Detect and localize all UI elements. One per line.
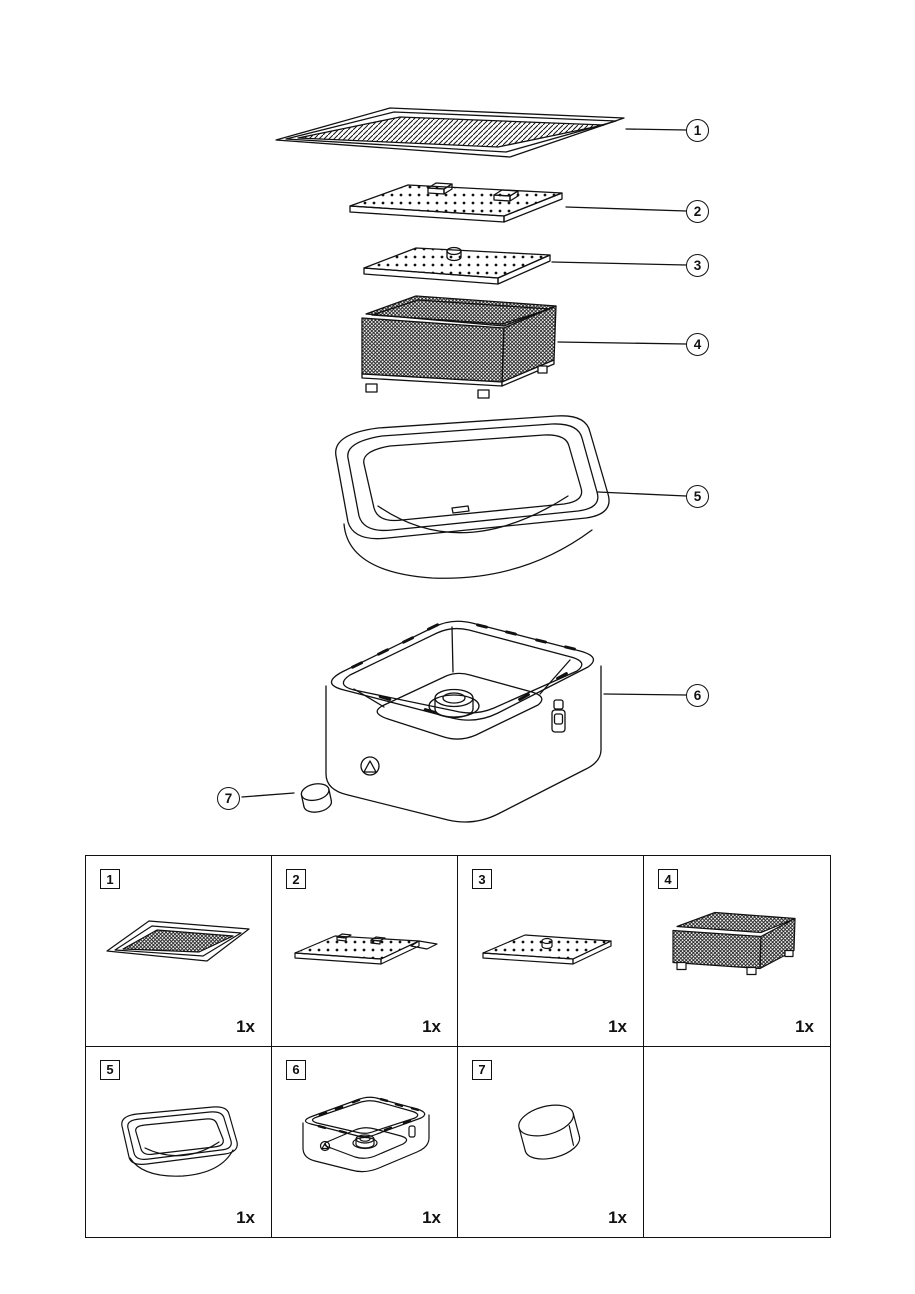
- leader-line-6: [603, 693, 687, 696]
- part-6-drawing: [325, 620, 602, 823]
- leader-line-2: [565, 206, 687, 212]
- callout-2: 2: [686, 200, 709, 223]
- part-4-thumbnail: [672, 911, 796, 976]
- callout-7-label: 7: [224, 790, 233, 806]
- parts-table-cell-2: 2 1x: [272, 856, 458, 1047]
- leader-line-7: [241, 792, 295, 798]
- leader-line-4: [557, 341, 687, 345]
- part-quantity-4: 1x: [795, 1016, 814, 1036]
- leader-line-1: [625, 128, 687, 131]
- part-2-thumbnail: [293, 933, 438, 965]
- exploded-view: [241, 107, 687, 823]
- callout-5: 5: [686, 485, 709, 508]
- parts-table-cell-5: 5 1x: [86, 1046, 272, 1237]
- part-quantity-2: 1x: [422, 1016, 441, 1036]
- parts-table-cell-6: 6: [272, 1046, 458, 1237]
- badge-7-number: 7: [478, 1062, 486, 1077]
- part-number-badge-5: 5: [100, 1059, 120, 1080]
- part-number-badge-7: 7: [472, 1059, 492, 1080]
- latch: [551, 699, 566, 733]
- parts-table-cell-3: 3 1x: [458, 856, 644, 1047]
- callout-5-label: 5: [693, 488, 702, 504]
- part-1-thumbnail: [105, 920, 250, 962]
- part-number-badge-1: 1: [100, 869, 120, 889]
- callout-1: 1: [686, 119, 709, 142]
- part-2-drawing: [349, 182, 563, 223]
- part-quantity-5: 1x: [236, 1208, 255, 1227]
- callout-6: 6: [686, 684, 709, 707]
- part-6-thumbnail: [301, 1096, 430, 1173]
- leader-line-3: [551, 261, 687, 266]
- badge-2-number: 2: [292, 871, 300, 887]
- emblem: [360, 756, 380, 776]
- part-3-drawing: [363, 246, 551, 285]
- part-7-thumbnail: [517, 1104, 580, 1160]
- part-quantity-3: 1x: [608, 1016, 627, 1036]
- badge-3-number: 3: [478, 871, 486, 887]
- part-5-drawing: [335, 415, 610, 579]
- badge-1-number: 1: [106, 871, 114, 887]
- part-3-thumbnail: [481, 934, 612, 965]
- callout-3-label: 3: [693, 257, 702, 273]
- parts-table: 1 1x 2: [85, 855, 831, 1238]
- part-quantity-1: 1x: [236, 1016, 255, 1036]
- badge-5-number: 5: [106, 1062, 114, 1077]
- part-7-drawing: [300, 783, 333, 813]
- badge-6-number: 6: [292, 1062, 300, 1077]
- badge-4-number: 4: [664, 871, 672, 887]
- part-5-thumbnail: [120, 1106, 238, 1177]
- part-number-badge-2: 2: [286, 869, 306, 889]
- leader-lines: [241, 128, 687, 798]
- part-quantity-7: 1x: [608, 1208, 627, 1227]
- callout-1-label: 1: [693, 122, 702, 138]
- rim-slots: [351, 623, 576, 714]
- callout-6-label: 6: [693, 687, 702, 703]
- parts-table-cell-1: 1 1x: [86, 856, 272, 1047]
- parts-table-cell-empty: [644, 1047, 830, 1238]
- callout-4: 4: [686, 333, 709, 356]
- part-number-badge-6: 6: [286, 1059, 306, 1080]
- part-number-badge-3: 3: [472, 869, 492, 889]
- callout-7: 7: [217, 787, 240, 810]
- callout-3: 3: [686, 254, 709, 277]
- parts-table-cell-7: 7 1x: [458, 1046, 644, 1237]
- part-1-drawing: [275, 107, 625, 158]
- part-quantity-6: 1x: [422, 1208, 441, 1227]
- parts-table-cell-4: 4 1x: [644, 856, 830, 1047]
- part-4-drawing: [361, 295, 557, 399]
- callout-4-label: 4: [693, 336, 702, 352]
- leader-line-5: [597, 491, 687, 497]
- part-number-badge-4: 4: [658, 869, 678, 889]
- callout-2-label: 2: [693, 203, 702, 219]
